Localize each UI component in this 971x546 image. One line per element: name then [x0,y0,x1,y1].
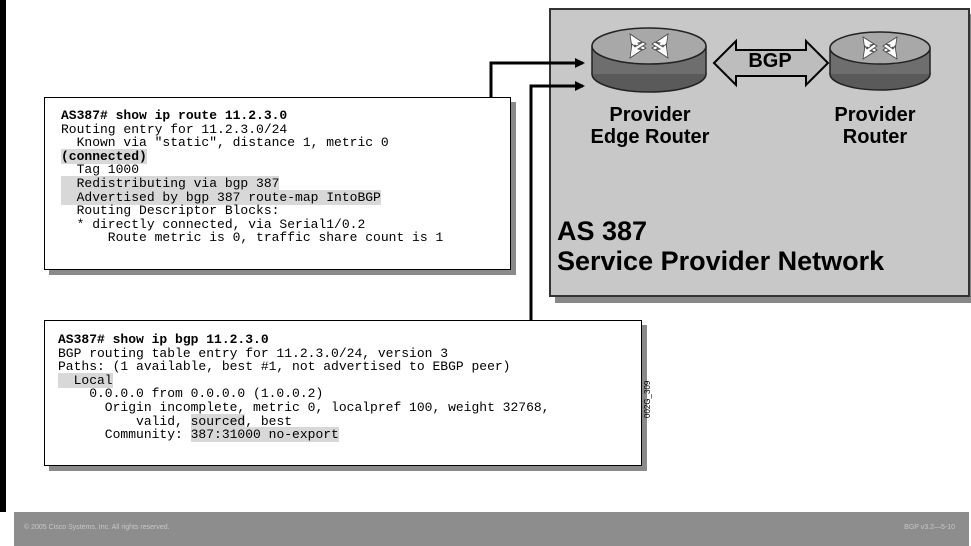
terminal1-line: Tag 1000 [61,162,140,178]
terminal1-line: Routing entry for 11.2.3.0/24 [61,121,288,137]
terminal2-line: 0.0.0.0 from 0.0.0.0 (1.0.0.2) [58,386,324,402]
terminal2-line: Origin incomplete, metric 0, localpref 1… [58,399,550,415]
arrow-terminal2-to-pe [529,81,585,320]
as-label: AS 387 Service Provider Network [557,216,884,276]
terminal1-line: AS387# show ip route 11.2.3.0 [61,108,288,123]
pe-label-line2: Edge Router [590,126,710,148]
sourced-highlight: sourced [190,413,246,429]
left-border-rule [0,0,6,512]
terminal2-line: valid, sourced, best [58,413,293,429]
terminal2-line-highlighted: Local [58,372,113,388]
as-label-line1: AS 387 [557,216,648,246]
terminal2-line: Community: 387:31000 no-export [58,427,339,443]
terminal1-line: Known via "static", distance 1, metric 0 [61,135,389,151]
bgp-double-arrow [712,38,830,88]
pe-label-line1: Provider [609,104,691,126]
as-label-line2: Service Provider Network [557,246,885,276]
figure-id: 002G_309 [643,380,652,418]
p-label-line1: Provider [834,104,916,126]
terminal1-line: * directly connected, via Serial1/0.2 [61,216,366,232]
terminal2-line: BGP routing table entry for 11.2.3.0/24,… [58,345,449,361]
terminal2-line: AS387# show ip bgp 11.2.3.0 [58,332,269,347]
terminal2-line: Paths: (1 available, best #1, not advert… [58,359,511,375]
show-ip-route-output: AS387# show ip route 11.2.3.0 Routing en… [44,97,511,270]
footer-bar: © 2005 Cisco Systems, Inc. All rights re… [14,512,969,546]
arrow-terminal1-to-pe [489,58,585,97]
show-ip-bgp-output: AS387# show ip bgp 11.2.3.0 BGP routing … [44,320,642,466]
terminal1-line-highlighted: Redistributing via bgp 387 [61,175,280,191]
p-label-line2: Router [842,126,908,148]
provider-edge-router-icon [591,27,707,93]
course-page-label: BGP v3.2—5-10 [904,524,955,531]
provider-router-icon [829,31,931,91]
terminal1-line: Routing Descriptor Blocks: [61,203,280,219]
bgp-label: BGP [748,50,792,72]
terminal1-line: Route metric is 0, traffic share count i… [61,230,444,246]
provider-edge-router-label: Provider Edge Router [570,104,730,148]
provider-router-label: Provider Router [800,104,950,148]
copyright-text: © 2005 Cisco Systems, Inc. All rights re… [24,524,170,531]
terminal1-line-highlighted: Advertised by bgp 387 route-map IntoBGP [61,189,381,205]
terminal1-line: (connected) [61,148,147,164]
community-highlight: 387:31000 no-export [190,427,339,443]
